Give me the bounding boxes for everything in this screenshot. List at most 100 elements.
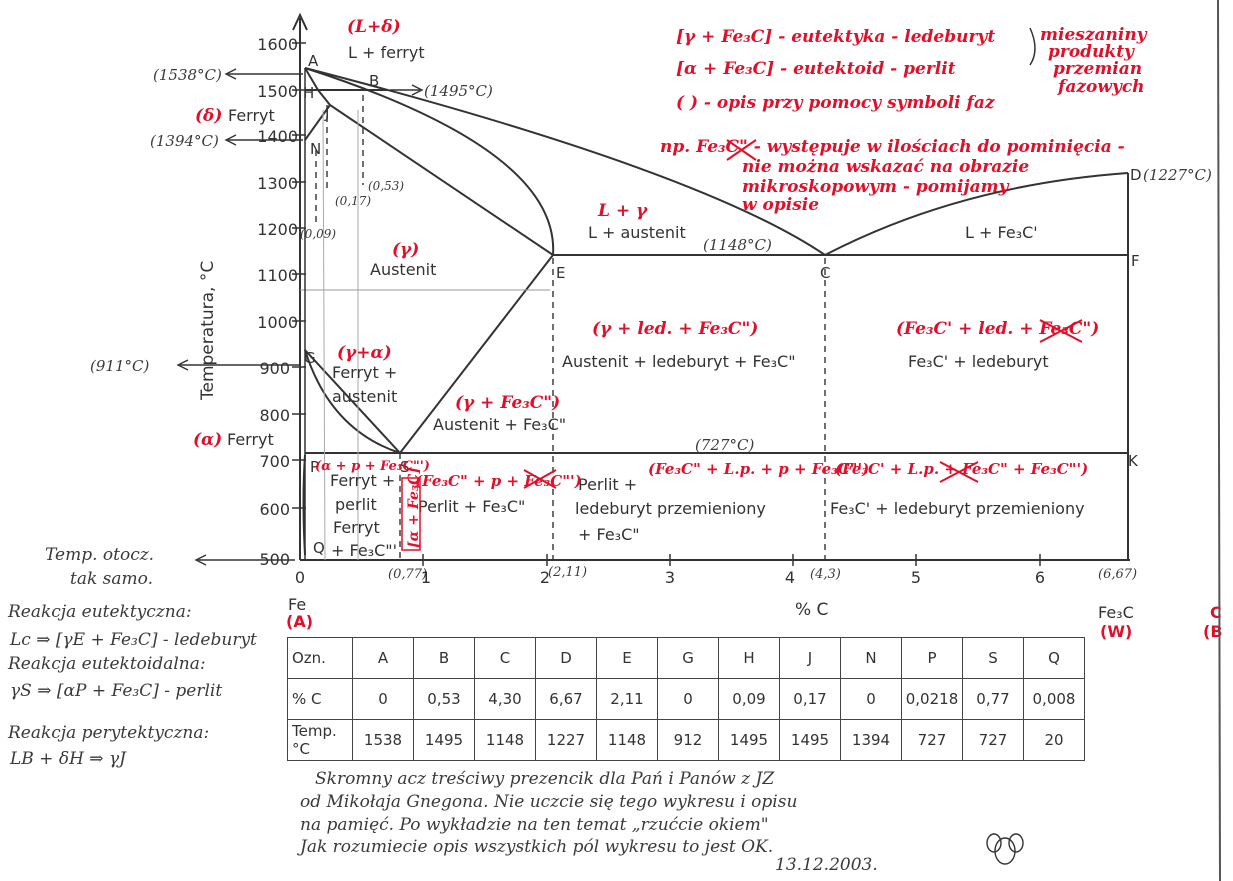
- x-special-43: (4,3): [810, 567, 841, 582]
- temperature-callouts: (1538°C) (1495°C) (1394°C) (1227°C) (114…: [45, 66, 1212, 589]
- region-perlit-led-3: + Fe₃C": [578, 525, 640, 544]
- point-b: B: [369, 72, 379, 90]
- table-cell: C: [474, 637, 536, 679]
- point-p: P: [310, 458, 319, 476]
- region-ferryt-q-2: + Fe₃C"': [331, 541, 397, 560]
- x-tick-labels: 0 1 2 3 4 5 6: [295, 568, 1045, 587]
- table-cell: Temp. °C: [287, 719, 353, 761]
- x-right-red-w: (W): [1100, 622, 1132, 641]
- table-cell: N: [840, 637, 902, 679]
- temp-727: (727°C): [695, 436, 754, 454]
- x-tick-5: 5: [911, 568, 921, 587]
- note-mikroskopowym: mikroskopowym - pomijamy: [742, 177, 1010, 197]
- phase-lines: [300, 67, 1129, 560]
- table-cell: 0,53: [413, 678, 475, 720]
- y-tick-700: 700: [259, 452, 290, 471]
- line-gp: [304, 349, 401, 454]
- temp-1538: (1538°C): [153, 66, 222, 84]
- table-cell: 1394: [840, 719, 902, 761]
- table-cell: 2,11: [596, 678, 658, 720]
- table-cell: 0,0218: [901, 678, 963, 720]
- temp-room-2: tak samo.: [70, 569, 153, 589]
- carbon-callouts: (0,09) (0,17) (0,53): [300, 179, 404, 241]
- red-gamma-fe3c: (γ + Fe₃C"): [455, 393, 560, 413]
- y-tick-600: 600: [259, 500, 290, 519]
- x-special-667: (6,67): [1098, 567, 1137, 582]
- x-tick-2: 2: [540, 568, 550, 587]
- y-tick-labels: 1600 1500 1400 1300 1200 1100 1000 900 8…: [257, 35, 298, 569]
- point-q: Q: [313, 539, 325, 557]
- footer-line-3: na pamięć. Po wykładzie na ten temat „rz…: [300, 815, 769, 835]
- table-cell: 0: [840, 678, 902, 720]
- x-tick-0: 0: [295, 568, 305, 587]
- helper-line-1: [322, 109, 326, 561]
- footer-line-4: Jak rozumiecie opis wszystkich pól wykre…: [297, 837, 773, 857]
- red-gamma: (γ): [392, 240, 419, 260]
- liquidus-cd: [824, 172, 1129, 256]
- point-h: H: [303, 84, 314, 102]
- left-arrows: [176, 68, 424, 566]
- red-strikeouts: [523, 139, 1083, 489]
- reaction-eutectoid-eq: γS ⇒ [αP + Fe₃C] - perlit: [10, 681, 222, 701]
- line-hj: [317, 89, 331, 106]
- region-ferryt-aust-1: Ferryt +: [332, 363, 397, 382]
- footer-note: Skromny acz treściwy prezencik dla Pań i…: [297, 769, 878, 875]
- point-j: J: [324, 104, 329, 122]
- table-cell: H: [718, 637, 780, 679]
- red-perlit-led: (Fe₃C" + L.p. + p + Fe₃C"'): [648, 460, 869, 478]
- table-cell: 1495: [413, 719, 475, 761]
- far-right-red-c: C: [1210, 603, 1222, 622]
- red-box-vertical: [401, 477, 421, 551]
- table-cell: 0: [352, 678, 414, 720]
- region-ferryt-aust-2: austenit: [332, 387, 397, 406]
- reaction-peritectic-eq: LB + δH ⇒ γJ: [9, 749, 127, 769]
- reactions: Reakcja eutektyczna: Lc ⇒ [γE + Fe₃C] - …: [7, 602, 257, 769]
- red-gamma-alpha: (γ+α): [337, 343, 392, 363]
- reaction-eutectoid-title: Reakcja eutektoidalna:: [7, 654, 206, 674]
- callout-017: (0,17): [335, 194, 371, 208]
- note-symbole: ( ) - opis przy pomocy symboli faz: [676, 93, 995, 113]
- point-labels: A B H J N D E C F G P S K Q: [303, 52, 1142, 557]
- line-gs: [304, 349, 401, 454]
- y-tick-800: 800: [259, 406, 290, 425]
- table-row-temp: Temp. °C 1538 1495 1148 1227 1148 912 14…: [287, 719, 1085, 761]
- far-right-red-b: (B: [1203, 622, 1223, 641]
- table-cell: 0,008: [1023, 678, 1085, 720]
- table-cell: E: [596, 637, 658, 679]
- table-cell: 727: [901, 719, 963, 761]
- point-s: S: [400, 458, 410, 476]
- table-cell: 727: [962, 719, 1024, 761]
- temp-1495: (1495°C): [424, 82, 493, 100]
- x-tick-4: 4: [785, 568, 795, 587]
- region-perlit-led-2: ledeburyt przemieniony: [575, 499, 766, 518]
- temp-1394: (1394°C): [150, 132, 219, 150]
- footer-line-2: od Mikołaja Gnegona. Nie uczcie się tego…: [300, 792, 797, 812]
- note-produkty: produkty: [1048, 42, 1135, 62]
- y-tick-1000: 1000: [257, 313, 298, 332]
- footer-line-1: Skromny acz treściwy prezencik dla Pań i…: [315, 769, 775, 789]
- red-l-gamma: L + γ: [597, 201, 648, 221]
- table-cell: 4,30: [474, 678, 536, 720]
- region-perlit-led-1: Perlit +: [578, 475, 637, 494]
- x-left-red-a: (A): [286, 612, 313, 631]
- point-g: G: [304, 349, 316, 367]
- table-cell: 1148: [596, 719, 658, 761]
- note-nie-mozna: nie można wskazać na obrazie: [742, 157, 1029, 177]
- table-cell: D: [535, 637, 597, 679]
- callout-009: (0,09): [300, 227, 336, 241]
- table-cell: 6,67: [535, 678, 597, 720]
- y-tick-1100: 1100: [257, 266, 298, 285]
- temp-1227: (1227°C): [1143, 166, 1212, 184]
- table-cell: 0,09: [718, 678, 780, 720]
- table-cell: G: [657, 637, 719, 679]
- axes: [292, 12, 1130, 561]
- x-ticks: [422, 554, 1041, 566]
- table-cell: A: [352, 637, 414, 679]
- note-eutektoid: [α + Fe₃C] - eutektoid - perlit: [676, 59, 956, 79]
- table-cell: J: [779, 637, 841, 679]
- x-special-211: (2,11): [548, 565, 587, 580]
- red-alpha-fe3c-vertical: [α + Fe₃C]: [406, 467, 422, 548]
- region-labels: L + ferryt Ferryt L + austenit L + Fe₃C'…: [227, 43, 1085, 560]
- points-table: Ozn. A B C D E G H J N P S Q % C 0 0,53 …: [287, 637, 1085, 761]
- red-l-delta: (L+δ): [347, 17, 401, 37]
